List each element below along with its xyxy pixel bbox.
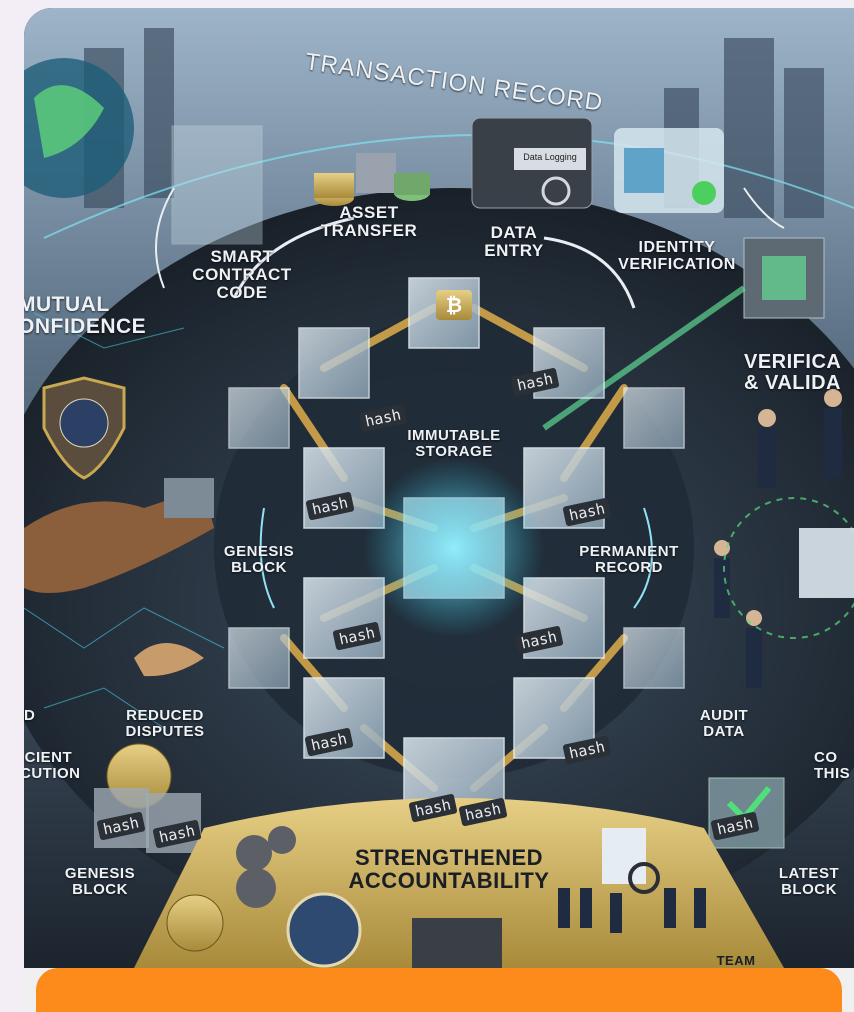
label-verification-validation: VERIFICA & VALIDA bbox=[744, 351, 842, 394]
label-d: D bbox=[24, 707, 36, 724]
orange-banner bbox=[36, 968, 842, 1012]
label-latest-block: LATEST BLOCK bbox=[778, 865, 840, 898]
label-co-this: CO THIS bbox=[814, 749, 851, 782]
label-audit-data: AUDIT DATA bbox=[699, 707, 749, 740]
label-asset-transfer: ASSET TRANSFER bbox=[320, 203, 418, 240]
label-identity-verification: IDENTITY VERIFICATION bbox=[618, 239, 736, 273]
label-reduced-disputes: REDUCED DISPUTES bbox=[125, 707, 205, 740]
label-genesis-block-center: GENESIS BLOCK bbox=[223, 543, 295, 576]
label-team: TEAM bbox=[716, 953, 756, 968]
data-logging-text: Data Logging bbox=[523, 152, 577, 162]
label-strengthened-accountability: STRENGTHENED ACCOUNTABILITY bbox=[348, 845, 550, 894]
bottom-strip bbox=[24, 968, 854, 1012]
label-immutable-storage: IMMUTABLE STORAGE bbox=[407, 427, 501, 460]
label-efficient-execution: ICIENT CUTION bbox=[24, 749, 81, 782]
infographic-card: ₿ bbox=[24, 8, 854, 1012]
label-mutual-confidence: MUTUAL ONFIDENCE bbox=[24, 293, 147, 339]
label-genesis-block-bottom: GENESIS BLOCK bbox=[64, 865, 136, 898]
svg-text:₿: ₿ bbox=[446, 295, 462, 317]
label-smart-contract-code: SMART CONTRACT CODE bbox=[192, 247, 292, 302]
label-data-entry: DATA ENTRY bbox=[484, 223, 544, 260]
label-permanent-record: PERMANENT RECORD bbox=[579, 543, 679, 576]
blockchain-scene: ₿ bbox=[24, 8, 854, 968]
